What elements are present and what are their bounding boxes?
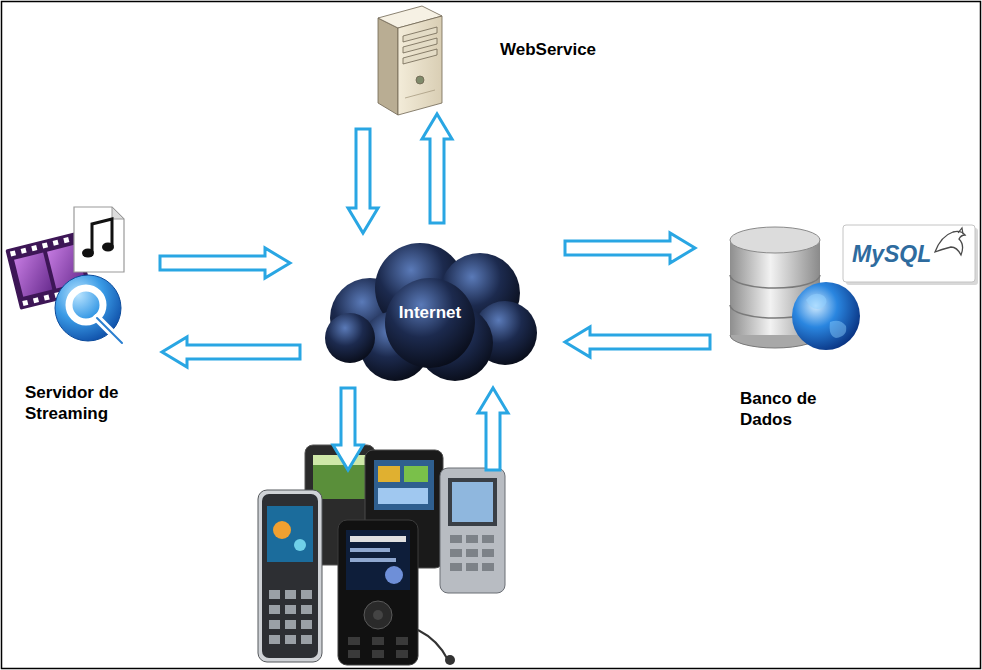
streaming-icon [5, 207, 124, 343]
node-label: Banco de Dados [740, 388, 850, 430]
block-arrow [565, 233, 695, 263]
server-icon [378, 6, 442, 115]
block-arrow [565, 327, 710, 357]
node-label: Servidor de Streaming [25, 382, 145, 424]
cloud-label: Internet [399, 302, 461, 323]
webservice-server: WebService [345, 5, 455, 117]
block-arrow [160, 248, 290, 278]
node-label: WebService [500, 39, 596, 60]
streaming-server: Servidor de Streaming [15, 200, 175, 430]
cloud-bumps [325, 243, 537, 381]
block-arrow [162, 337, 300, 367]
database-icon [730, 227, 860, 350]
phone-arrows [333, 388, 508, 470]
block-arrow [348, 129, 378, 233]
block-arrow [422, 114, 452, 223]
mobile-phones [258, 445, 505, 665]
mysql-logo [843, 225, 978, 285]
logo-text: MySQL [852, 241, 931, 268]
internet-cloud: Internet [320, 238, 540, 386]
